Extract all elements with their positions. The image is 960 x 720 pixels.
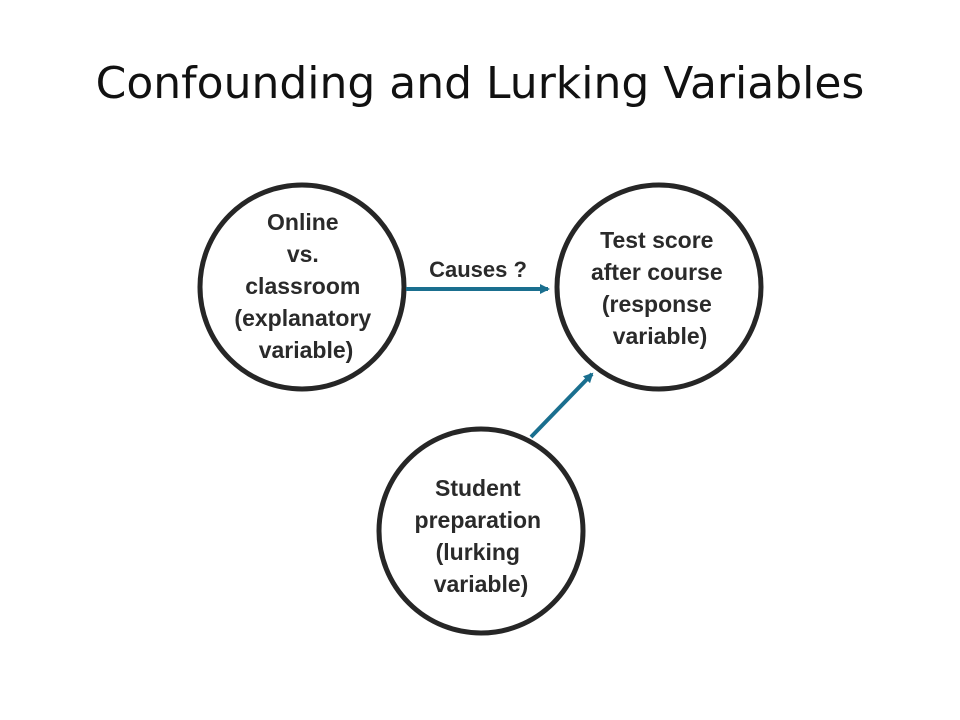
lurking-line-1: Student (435, 475, 521, 501)
explanatory-variable-node: Online vs. classroom (explanatory variab… (197, 182, 407, 392)
explanatory-line-2: vs. (287, 241, 319, 267)
causes-arrow: Causes ? (406, 257, 550, 294)
svg-text:Student preparation: Student preparation (lurking variable) (415, 475, 548, 597)
svg-text:Online vs. classro: Online vs. classroom (explanatory variab… (234, 209, 377, 363)
explanatory-line-1: Online (267, 209, 339, 235)
lurking-arrow-line (529, 372, 594, 439)
lurking-line-3: (lurking (436, 539, 520, 565)
svg-text:Test score after course: Test score after course (response variab… (591, 227, 729, 349)
explanatory-line-5: variable) (259, 337, 354, 363)
response-line-3: (response (602, 291, 712, 317)
response-line-2: after course (591, 259, 723, 285)
explanatory-line-4: (explanatory (234, 305, 371, 331)
explanatory-line-3: classroom (245, 273, 360, 299)
response-variable-node: Test score after course (response variab… (554, 182, 764, 392)
lurking-variable-node: Student preparation (lurking variable) (376, 426, 586, 636)
lurking-line-2: preparation (415, 507, 542, 533)
causes-label: Causes ? (429, 257, 527, 282)
lurking-line-4: variable) (434, 571, 529, 597)
page-title: Confounding and Lurking Variables (95, 58, 865, 109)
response-line-1: Test score (600, 227, 713, 253)
response-line-4: variable) (613, 323, 708, 349)
lurking-to-response-arrow (529, 372, 594, 439)
